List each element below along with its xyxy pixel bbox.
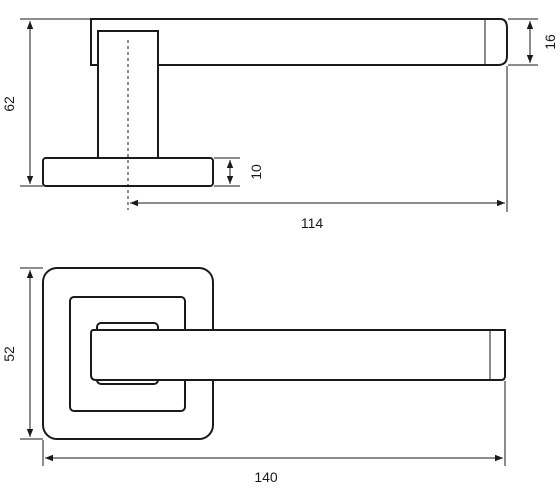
front-view bbox=[42, 267, 506, 440]
dimension-52-label: 52 bbox=[1, 346, 17, 362]
dimension-114: 114 bbox=[130, 66, 508, 231]
dimension-140-label: 140 bbox=[254, 469, 278, 485]
dimension-62: 62 bbox=[1, 18, 90, 187]
dimension-16-label: 16 bbox=[542, 34, 558, 50]
dimension-10: 10 bbox=[214, 157, 264, 187]
dimension-140: 140 bbox=[42, 381, 506, 485]
side-lever bbox=[90, 18, 508, 66]
dimension-52: 52 bbox=[1, 267, 43, 440]
dimension-114-label: 114 bbox=[301, 215, 324, 231]
dimension-16: 16 bbox=[508, 18, 558, 66]
front-lever bbox=[90, 329, 506, 381]
side-view bbox=[42, 18, 508, 210]
dimension-62-label: 62 bbox=[1, 96, 17, 112]
dimension-10-label: 10 bbox=[248, 164, 264, 180]
